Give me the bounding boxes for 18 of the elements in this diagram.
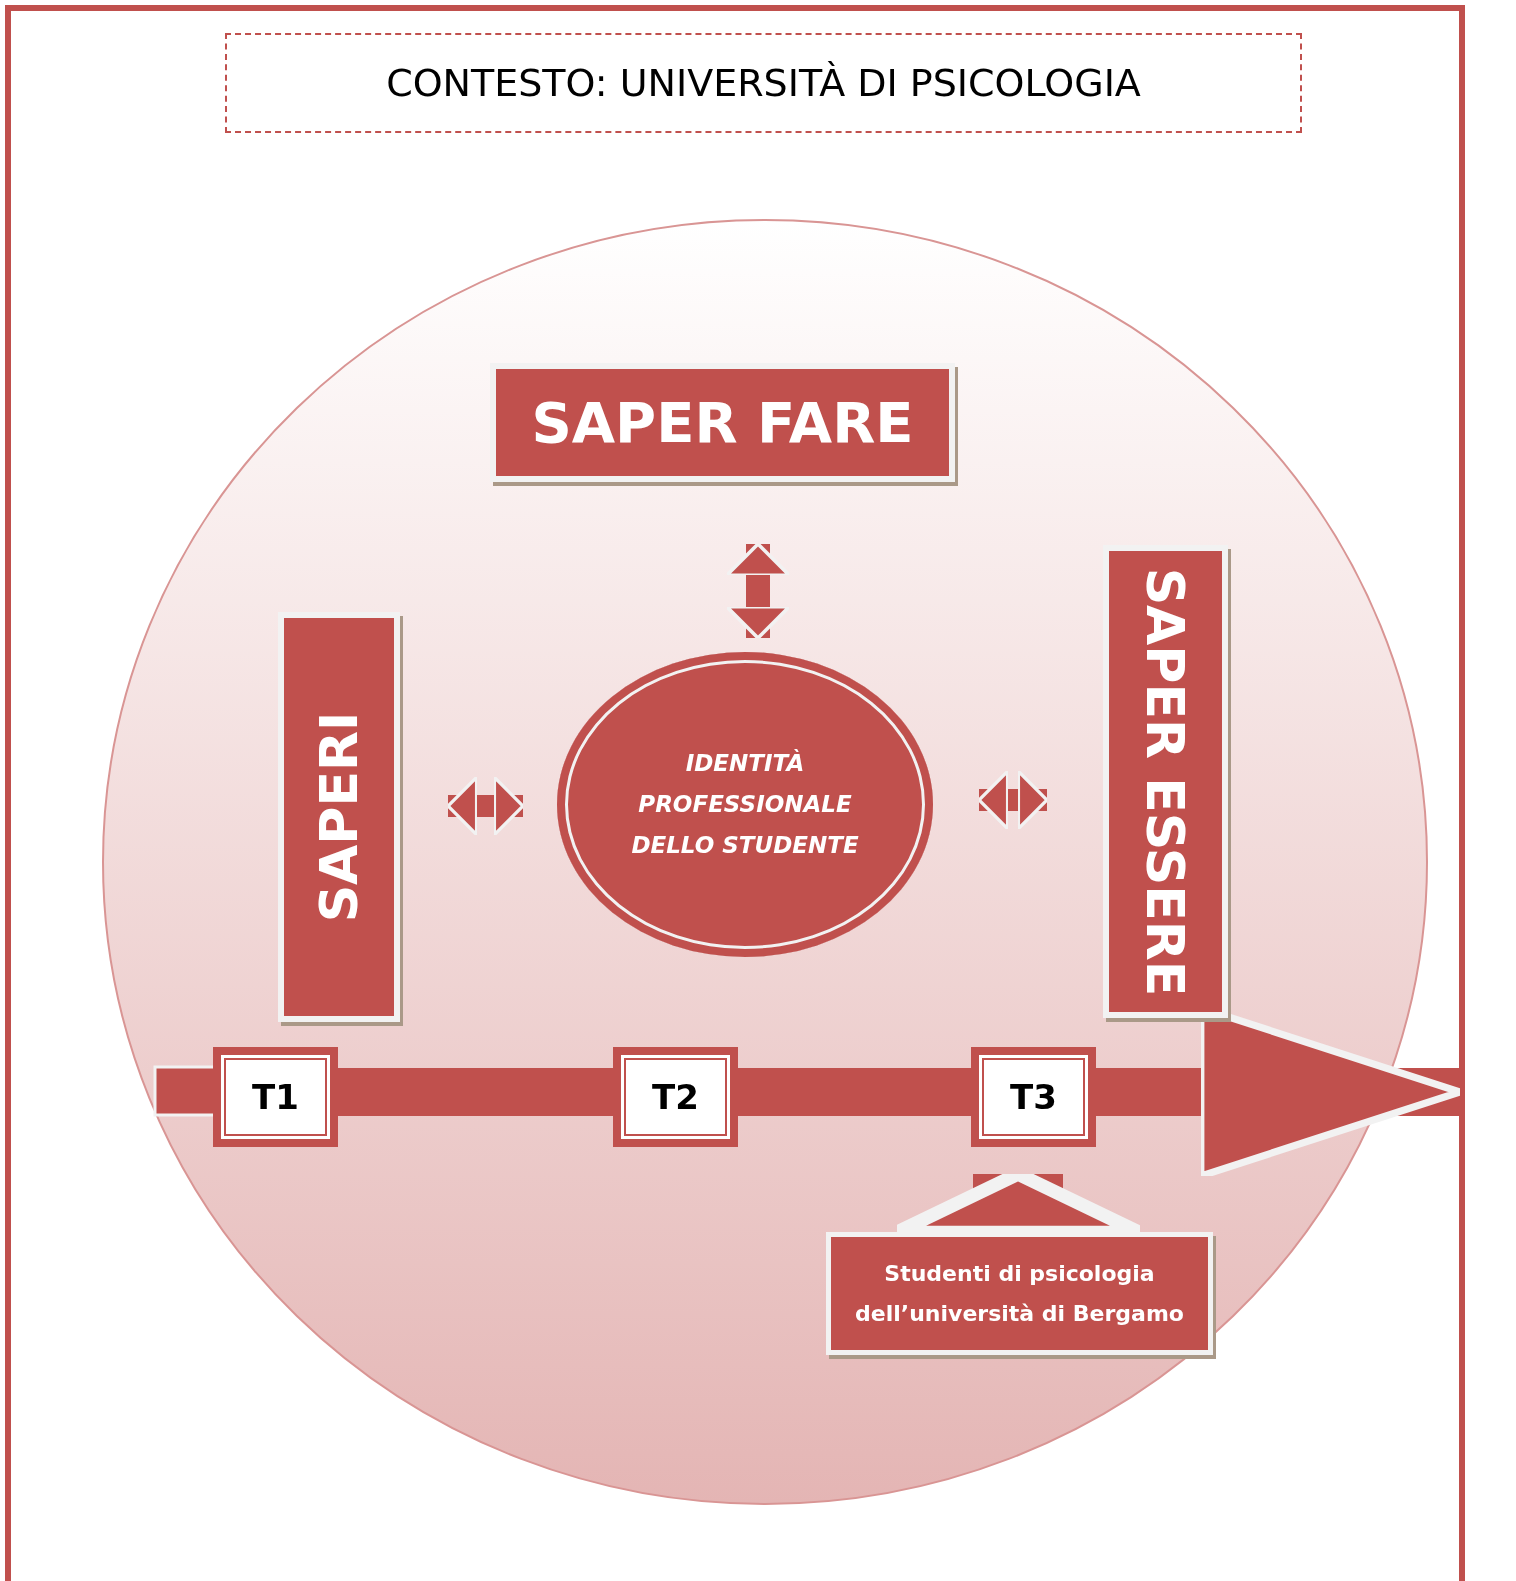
node-label: IDENTITÀ PROFESSIONALE DELLO STUDENTE [630, 748, 860, 860]
node-label: SAPER ESSERE [1135, 567, 1196, 996]
node-label: T3 [1010, 1077, 1057, 1117]
node-label: T2 [652, 1077, 699, 1117]
block-arrow [977, 769, 1049, 831]
node-label: T1 [252, 1077, 299, 1117]
time-point-box [213, 1047, 338, 1147]
timeline-bar [738, 1068, 971, 1116]
context-box [225, 33, 1302, 133]
node-label: SAPERI [309, 711, 369, 923]
block-arrow [725, 542, 791, 640]
context-title: CONTESTO: UNIVERSITÀ DI PSICOLOGIA [386, 61, 1141, 105]
time-point-box [971, 1047, 1096, 1147]
node-label: SAPER FARE [531, 390, 914, 455]
time-point-box [613, 1047, 738, 1147]
node-label: Studenti di psicologia dell’università di Bergamo [854, 1259, 1185, 1328]
block-arrow [446, 775, 525, 837]
timeline-bar [338, 1068, 613, 1116]
